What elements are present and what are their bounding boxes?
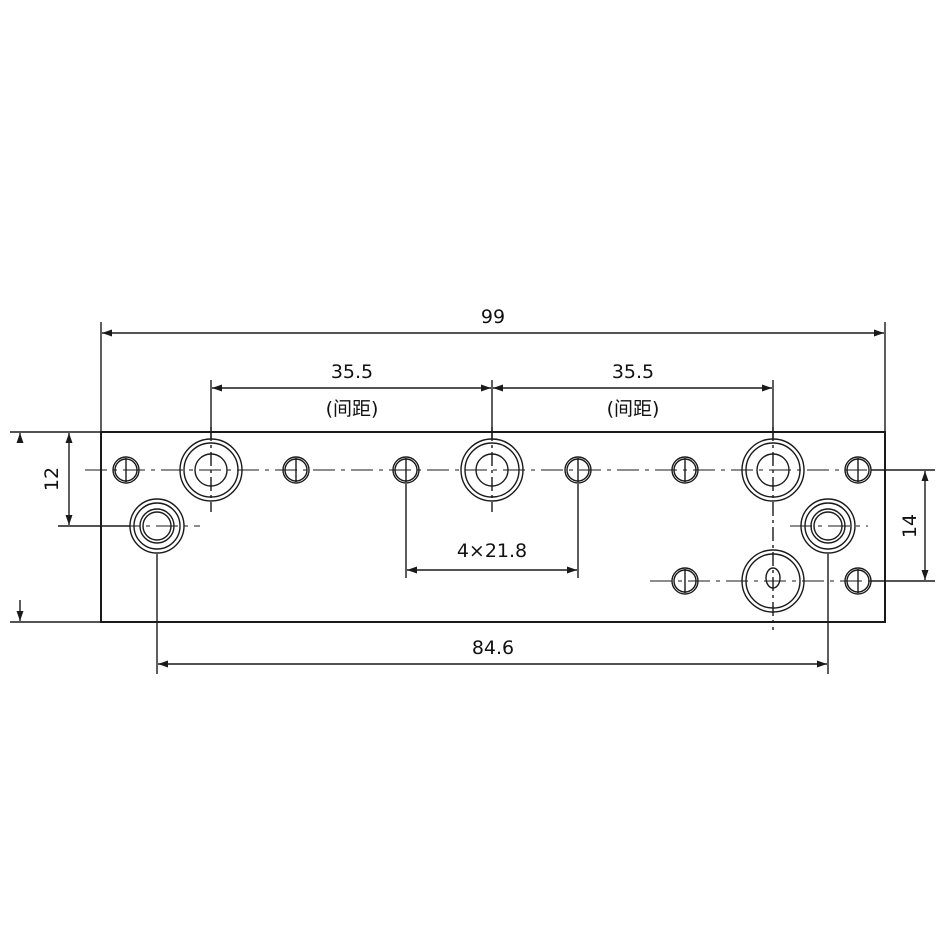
- hole-small-5: [671, 456, 699, 484]
- hole-small-lower-right: [844, 567, 872, 595]
- port-large-left: [179, 427, 243, 512]
- port-large-lower: [741, 549, 805, 613]
- dim-text-small-pitch: 4×21.8: [457, 540, 527, 562]
- hole-small-4: [564, 456, 592, 484]
- dim-text-mount-span: 84.6: [472, 637, 514, 659]
- port-large-right: [741, 427, 805, 630]
- dim-text-height-12: 12: [41, 467, 63, 491]
- mount-port-right: [800, 498, 856, 554]
- plate-outline: [100, 431, 886, 623]
- dim-text-pitch-right: 35.5: [612, 361, 654, 383]
- hole-small-2: [282, 456, 310, 484]
- hole-small-6: [844, 456, 872, 484]
- dim-text-pitch-right-note: (间距): [607, 398, 660, 420]
- hole-small-lower-left: [671, 567, 699, 595]
- dim-text-height-14: 14: [899, 514, 921, 538]
- dim-text-overall: 99: [481, 306, 505, 328]
- dim-text-pitch-left-note: (间距): [326, 398, 379, 420]
- hole-small-1: [112, 456, 140, 484]
- hole-small-3: [392, 456, 420, 484]
- port-large-center: [460, 427, 524, 512]
- dim-text-pitch-left: 35.5: [331, 361, 373, 383]
